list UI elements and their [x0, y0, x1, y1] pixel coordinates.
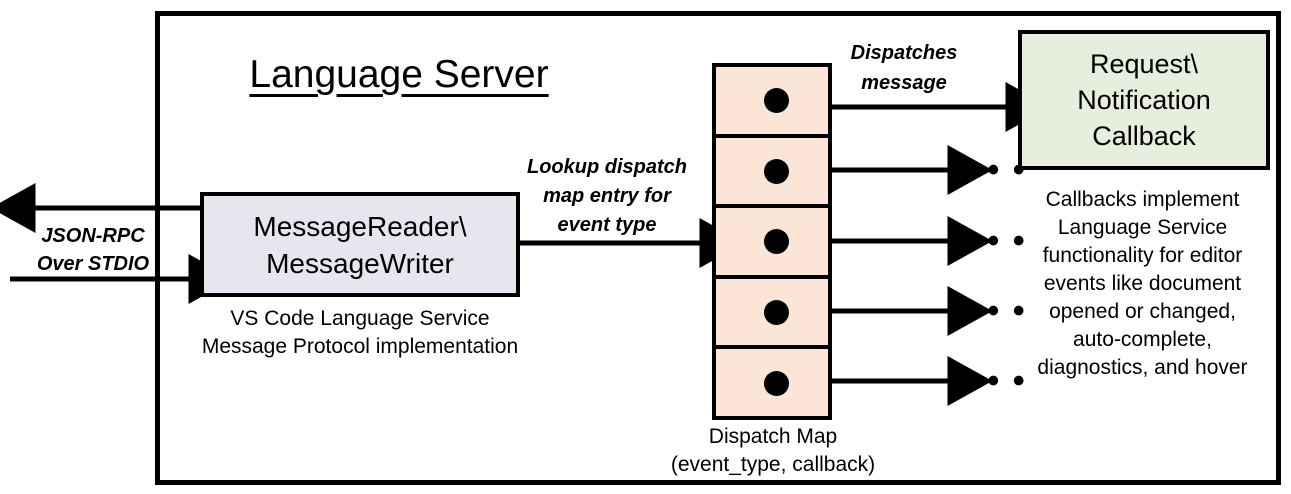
- cb-caption-line5: opened or changed,: [1049, 300, 1236, 323]
- cb-caption-line6: auto-complete,: [1073, 328, 1212, 351]
- dispatch-map-row[interactable]: [716, 208, 828, 279]
- language-server-frame: [155, 11, 1281, 485]
- callback-caption: Callbacks implement Language Service fun…: [1010, 186, 1275, 382]
- cb-caption-line7: diagnostics, and hover: [1037, 356, 1248, 379]
- cb-caption-line3: functionality for editor: [1042, 244, 1243, 267]
- lookup-label-line1: Lookup dispatch: [527, 156, 687, 178]
- dispatch-map-row[interactable]: [716, 279, 828, 350]
- mr-caption-line1: VS Code Language Service: [230, 307, 490, 330]
- message-reader-writer-box[interactable]: MessageReader\ MessageWriter: [200, 192, 520, 297]
- lookup-dispatch-label: Lookup dispatch map entry for event type: [512, 153, 702, 240]
- dispatch-map-row[interactable]: [716, 138, 828, 209]
- cb-caption-line4: events like document: [1043, 272, 1242, 295]
- callback-dot-icon: [764, 158, 789, 184]
- message-writer-label: MessageWriter: [266, 247, 454, 279]
- dispatch-map-row[interactable]: [716, 349, 828, 416]
- mr-caption-line2: Message Protocol implementation: [201, 335, 519, 358]
- cb-caption-line2: Language Service: [1057, 216, 1228, 239]
- message-reader-label: MessageReader\: [253, 210, 467, 242]
- callback-line3: Callback: [1092, 121, 1196, 151]
- jsonrpc-label-line2: Over STDIO: [36, 253, 150, 275]
- jsonrpc-transport-label: JSON-RPC Over STDIO: [18, 222, 168, 278]
- cb-caption-line1: Callbacks implement: [1045, 188, 1240, 211]
- dispatch-label-line2: message: [861, 72, 947, 94]
- callback-line1: Request\: [1089, 49, 1199, 79]
- callback-dot-icon: [764, 88, 789, 114]
- message-reader-writer-caption: VS Code Language Service Message Protoco…: [180, 305, 540, 361]
- dispatch-map-row[interactable]: [716, 67, 828, 138]
- jsonrpc-label-line1: JSON-RPC: [41, 225, 145, 247]
- dm-caption-line2: (event_type, callback): [670, 453, 876, 476]
- dispatch-label-line1: Dispatches: [850, 42, 958, 64]
- dispatches-message-label: Dispatches message: [830, 38, 978, 98]
- page-title: Language Server: [249, 53, 549, 96]
- callback-line2: Notification: [1077, 85, 1211, 115]
- request-notification-callback-box[interactable]: Request\ Notification Callback: [1018, 30, 1270, 170]
- callback-dot-icon: [764, 370, 789, 396]
- ellipsis-row-2: • • •: [962, 151, 1027, 189]
- dm-caption-line1: Dispatch Map: [708, 425, 838, 448]
- callback-dot-icon: [764, 300, 789, 326]
- callback-dot-icon: [764, 229, 789, 255]
- dispatch-map-table[interactable]: [712, 63, 832, 420]
- lookup-label-line2: map entry for: [543, 185, 671, 207]
- dispatch-map-caption: Dispatch Map (event_type, callback): [648, 423, 898, 479]
- lookup-label-line3: event type: [557, 214, 657, 236]
